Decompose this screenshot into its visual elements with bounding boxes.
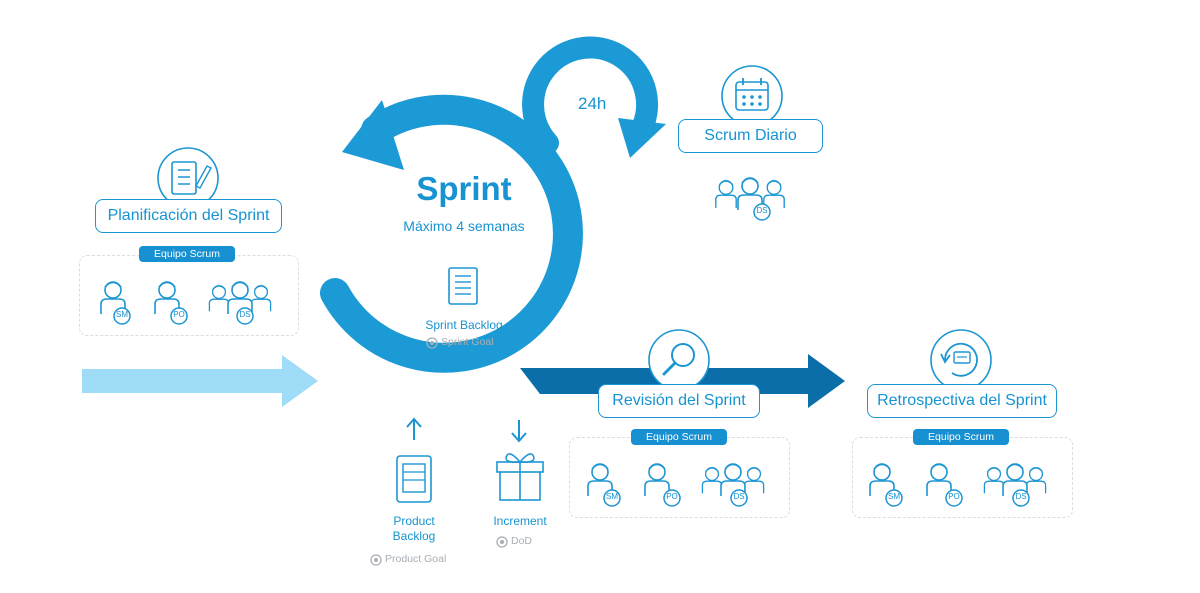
sprint-backlog-document-icon xyxy=(448,267,478,305)
review-role-sm-badge: SM xyxy=(606,492,618,501)
team-planning-people xyxy=(100,281,272,325)
target-icon-product xyxy=(370,554,382,566)
team-review-people xyxy=(587,463,765,507)
daily-loop xyxy=(522,36,658,154)
daily-loop-arrowhead xyxy=(618,118,666,158)
dod-label: DoD xyxy=(511,535,533,547)
role-ds-badge: DS xyxy=(239,310,251,319)
product-backlog-icon xyxy=(396,455,432,503)
scrum-master-avatar xyxy=(100,281,131,325)
retro-team-label: Equipo Scrum xyxy=(913,429,1009,445)
target-icon-dod xyxy=(496,536,508,548)
arrow-down-icon xyxy=(511,420,527,443)
calendar-icon xyxy=(721,65,783,127)
team-daily-people xyxy=(715,177,785,221)
product-goal-label: Product Goal xyxy=(385,553,447,565)
daily-cycle-label: 24h xyxy=(578,94,607,113)
retro-event-label: Retrospectiva del Sprint xyxy=(867,384,1057,418)
review-team-group xyxy=(569,437,790,518)
clipboard-icon xyxy=(157,147,219,209)
role-po-badge: PO xyxy=(173,310,185,319)
planning-team-group xyxy=(79,255,299,336)
planning-event-label: Planificación del Sprint xyxy=(95,199,282,233)
arrow-up-icon xyxy=(406,417,422,440)
review-team-label: Equipo Scrum xyxy=(631,429,727,445)
retro-role-sm-badge: SM xyxy=(888,492,900,501)
daily-event-label: Scrum Diario xyxy=(678,119,823,153)
retro-team-group xyxy=(852,437,1073,518)
sprint-goal-label: Sprint Goal xyxy=(441,336,494,348)
increment-label: Increment xyxy=(493,514,547,528)
sprint-loop xyxy=(320,94,583,373)
review-role-po-badge: PO xyxy=(666,492,678,501)
sprint-backlog-label: Sprint Backlog xyxy=(425,318,503,332)
team-retro-people xyxy=(869,463,1047,507)
review-event-label: Revisión del Sprint xyxy=(598,384,760,418)
retro-role-po-badge: PO xyxy=(948,492,960,501)
developers-avatar xyxy=(208,281,272,325)
retro-role-ds-badge: DS xyxy=(1015,492,1027,501)
sprint-title: Sprint xyxy=(416,170,512,207)
magnifier-icon xyxy=(648,329,710,391)
input-arrow xyxy=(82,355,318,407)
retrospective-icon xyxy=(930,329,992,391)
gift-icon xyxy=(496,453,544,501)
review-role-ds-badge: DS xyxy=(733,492,745,501)
sprint-duration: Máximo 4 semanas xyxy=(403,218,525,234)
role-sm-badge: SM xyxy=(116,310,128,319)
sprint-loop-arrowhead xyxy=(342,100,404,170)
target-icon xyxy=(426,337,438,349)
product-backlog-label: Product Backlog xyxy=(392,514,436,543)
planning-team-label: Equipo Scrum xyxy=(139,246,235,262)
daily-role-ds-badge: DS xyxy=(756,206,768,215)
product-owner-avatar xyxy=(154,281,188,325)
